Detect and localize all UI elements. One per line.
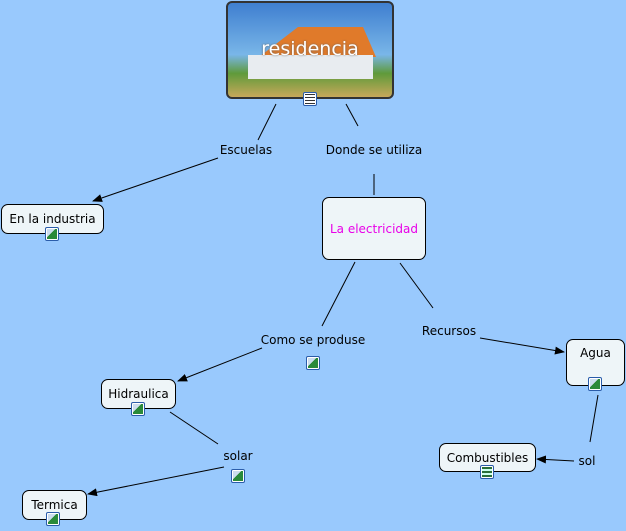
image-icon[interactable] — [131, 402, 145, 416]
link-sol[interactable]: sol — [578, 454, 596, 468]
link-arrow — [479, 337, 565, 355]
link-arrow — [87, 466, 225, 497]
image-icon[interactable] — [45, 227, 59, 241]
concept-label: La electricidad — [329, 221, 419, 236]
link-escuelas[interactable]: Escuelas — [219, 143, 273, 157]
link-line — [169, 411, 219, 445]
link-arrow — [177, 347, 263, 382]
link-solar[interactable]: solar — [223, 449, 253, 463]
link-como-se-produse[interactable]: Como se produse — [260, 333, 366, 347]
link-line — [589, 394, 599, 443]
video-icon[interactable] — [480, 465, 494, 479]
concept-label: residencia — [261, 38, 359, 60]
concept-residencia-image[interactable]: residencia — [226, 1, 394, 99]
link-line — [345, 103, 359, 127]
link-recursos[interactable]: Recursos — [421, 324, 477, 338]
concept-hidraulica[interactable]: Hidraulica — [101, 379, 176, 409]
image-icon[interactable] — [588, 377, 602, 391]
concept-agua[interactable]: Agua — [566, 339, 625, 386]
concept-label: En la industria — [9, 212, 96, 226]
concept-label: Hidraulica — [108, 387, 169, 401]
link-donde-se-utiliza[interactable]: Donde se utiliza — [325, 143, 423, 157]
image-icon[interactable] — [46, 512, 60, 526]
house-wall — [248, 55, 373, 79]
document-icon[interactable] — [303, 92, 317, 106]
link-line — [321, 261, 356, 327]
concept-label: Combustibles — [446, 450, 529, 465]
link-arrow — [92, 157, 219, 202]
concept-label: Agua — [580, 346, 611, 360]
image-icon[interactable] — [306, 356, 320, 370]
link-arrow — [536, 455, 575, 464]
link-line — [399, 262, 434, 309]
link-line — [257, 103, 277, 141]
concept-label: Termica — [31, 498, 78, 512]
image-icon[interactable] — [231, 469, 245, 483]
concept-la-electricidad[interactable]: La electricidad — [322, 197, 426, 260]
